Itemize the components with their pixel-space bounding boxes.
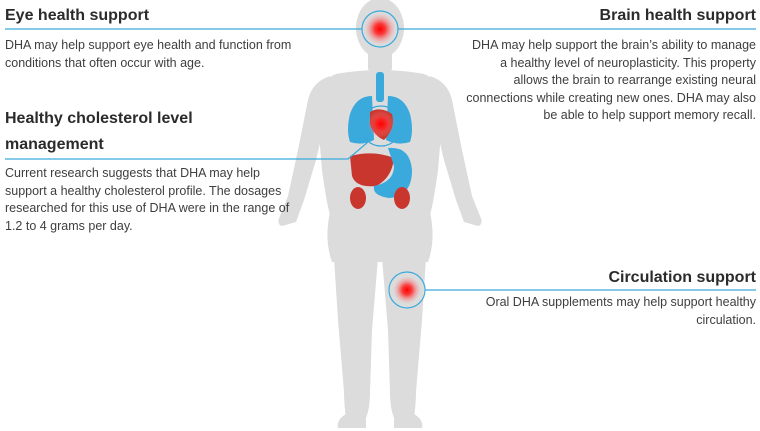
left-lung-shape [348, 96, 374, 144]
eye-health-title: Eye health support [5, 7, 150, 24]
left-foot-shape [337, 414, 366, 428]
circulation-callout: Circulation support Oral DHA supplements… [466, 266, 756, 329]
cholesterol-title-line1: Healthy cholesterol level [5, 110, 193, 127]
left-leg-shape [334, 258, 378, 418]
brain-health-callout: Brain health support DHA may help suppor… [466, 4, 756, 125]
right-arm-shape [430, 76, 482, 226]
cholesterol-callout: Healthy cholesterol level management Cur… [5, 106, 295, 235]
heart-ring [360, 105, 402, 147]
body-silhouette [278, 0, 482, 428]
hotspots [364, 13, 421, 304]
cholesterol-title-line2: management [5, 136, 104, 153]
eye-health-text: DHA may help support eye health and func… [5, 38, 292, 70]
liver-shape [350, 153, 394, 187]
circulation-text: Oral DHA supplements may help support he… [485, 295, 756, 327]
left-arm-shape [278, 76, 330, 226]
cholesterol-callout-line [5, 141, 369, 160]
heart-hotspot [367, 110, 395, 138]
knee-hotspot [393, 276, 421, 304]
stomach-shape [373, 147, 412, 198]
callout-lines [5, 28, 756, 291]
cholesterol-text: Current research suggests that DHA may h… [5, 166, 290, 233]
eye-health-callout: Eye health support DHA may help support … [5, 4, 295, 72]
brain-hotspot [364, 13, 396, 45]
brain-health-text: DHA may help support the brain’s ability… [466, 38, 756, 123]
torso-shape [316, 70, 444, 215]
brain-health-title: Brain health support [599, 7, 756, 24]
right-foot-shape [394, 414, 423, 428]
trachea-shape [376, 72, 384, 102]
circulation-title: Circulation support [608, 269, 756, 286]
neck-shape [368, 50, 392, 72]
right-kidney-shape [394, 187, 410, 209]
left-kidney-shape [350, 187, 366, 209]
pelvis-shape [327, 212, 433, 262]
